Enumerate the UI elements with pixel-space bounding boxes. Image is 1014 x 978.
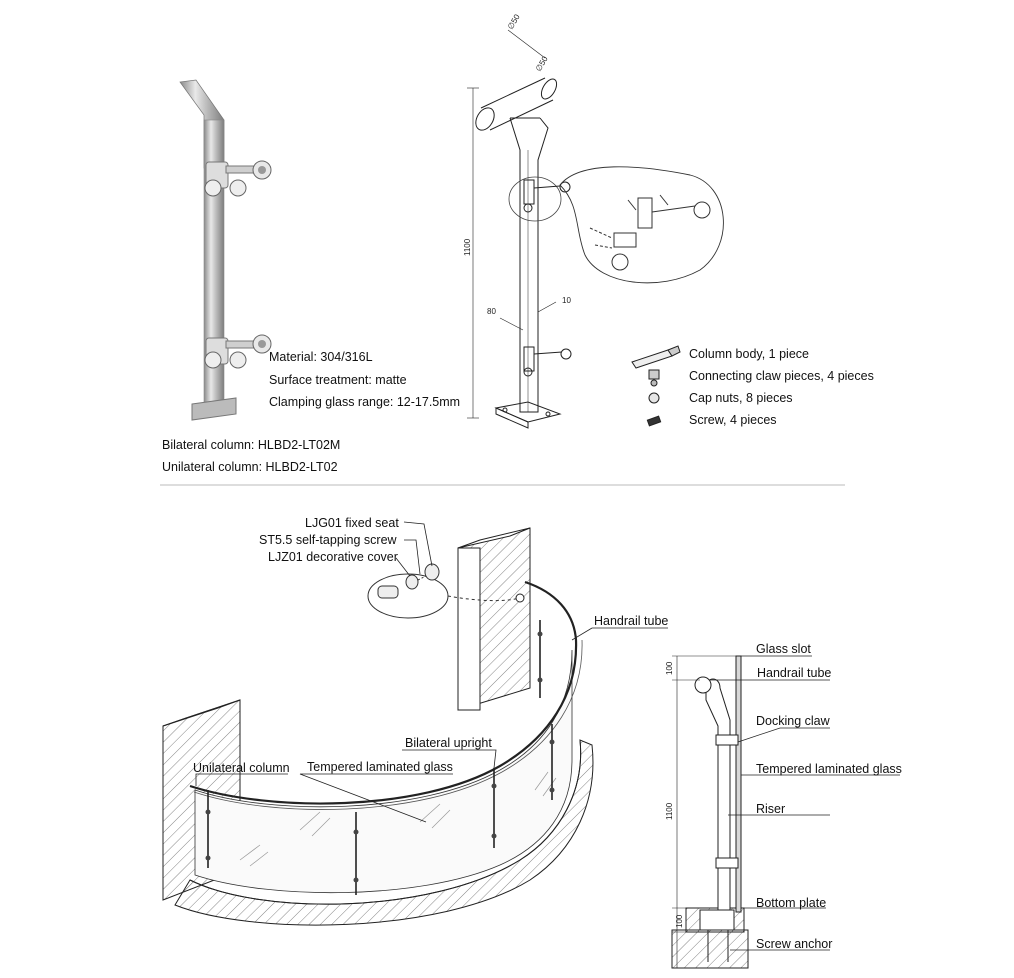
part-cap-nuts: Cap nuts, 8 pieces — [689, 391, 793, 405]
label-decorative-cover: LJZ01 decorative cover — [268, 550, 398, 564]
screw-icon — [646, 415, 662, 427]
part-screw: Screw, 4 pieces — [689, 413, 777, 427]
section-dimension-text: 100 1100 100 — [665, 661, 684, 928]
claw-piece-icon — [648, 369, 660, 387]
cap-nut-icon — [648, 392, 660, 404]
column-technical-drawing — [467, 29, 724, 429]
spec-material: Material: 304/316L — [269, 350, 373, 364]
section-label-docking-claw: Docking claw — [756, 714, 830, 728]
model-bilateral: Bilateral column: HLBD2-LT02M — [162, 438, 341, 452]
spec-surface: Surface treatment: matte — [269, 373, 407, 387]
label-tempered-glass: Tempered laminated glass — [307, 760, 453, 774]
clamp-upper — [204, 160, 272, 197]
section-label-bottom-plate: Bottom plate — [756, 896, 827, 910]
dim-height-1100: 1100 — [463, 238, 472, 256]
section-drawing — [671, 655, 900, 969]
label-bilateral-upright: Bilateral upright — [405, 736, 492, 750]
part-column-body: Column body, 1 piece — [689, 347, 809, 361]
spec-clamping: Clamping glass range: 12-17.5mm — [269, 395, 461, 409]
label-fixed-seat: LJG01 fixed seat — [305, 516, 399, 530]
section-label-riser: Riser — [756, 802, 786, 816]
label-unilateral-column: Unilateral column — [193, 761, 290, 775]
dim-thickness-10: 10 — [562, 296, 571, 305]
section-dim-middle: 1100 — [665, 802, 674, 820]
dim-diameter-2: ∅50 — [534, 54, 550, 73]
dim-width-80: 80 — [487, 307, 496, 316]
section-label-screw-anchor: Screw anchor — [756, 937, 833, 951]
section-label-glass-slot: Glass slot — [756, 642, 811, 656]
clamp-lower — [204, 334, 272, 369]
section-dim-top: 100 — [665, 661, 674, 675]
label-self-tapping-screw: ST5.5 self-tapping screw — [259, 533, 397, 547]
model-unilateral: Unilateral column: HLBD2-LT02 — [162, 460, 338, 474]
label-handrail-tube: Handrail tube — [594, 614, 669, 628]
section-dim-bottom: 100 — [675, 914, 684, 928]
balcony-installation-drawing — [162, 521, 668, 926]
section-label-tempered-glass: Tempered laminated glass — [756, 762, 902, 776]
part-claw-pieces: Connecting claw pieces, 4 pieces — [689, 369, 874, 383]
parts-icons — [631, 345, 681, 427]
dimension-text-group: ∅50 ∅50 1100 80 10 — [463, 12, 571, 316]
section-label-handrail-tube: Handrail tube — [757, 666, 832, 680]
column-body-icon — [631, 345, 681, 369]
column-product-image — [179, 79, 272, 421]
dim-diameter-1: ∅50 — [506, 12, 522, 31]
